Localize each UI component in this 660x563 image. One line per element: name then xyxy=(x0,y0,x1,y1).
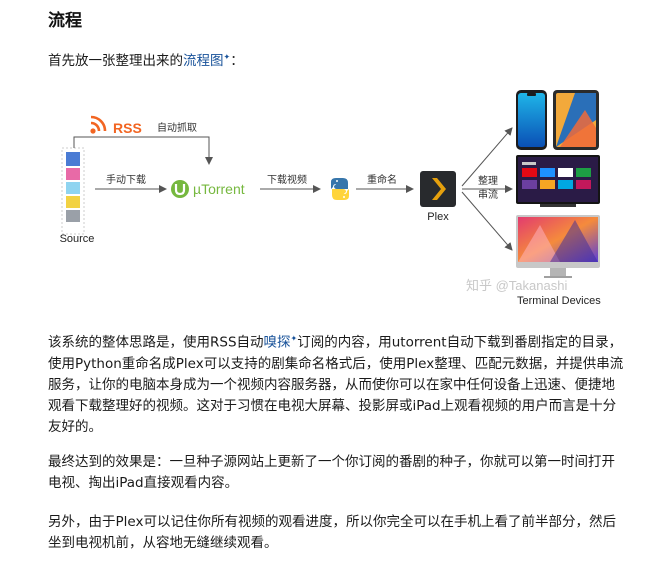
paragraph-progress: 另外，由于Plex可以记住你所有视频的观看进度，所以你完全可以在手机上看了前半部… xyxy=(48,514,616,551)
watermark: 知乎 @Takanashi xyxy=(466,278,567,293)
flowchart-link[interactable]: 流程图 xyxy=(183,53,224,69)
flowchart-diagram: Source RSS 自动抓取 手动下载 µTorrent 下载视频 重命名 P… xyxy=(60,90,601,307)
manual-download-label: 手动下载 xyxy=(106,173,146,186)
rss-arrow xyxy=(73,136,213,165)
iphone-icon xyxy=(516,90,547,150)
intro-line: 首先放一张整理出来的流程图✦： xyxy=(48,49,244,70)
section-heading: 流程 xyxy=(48,11,82,31)
utorrent-label: µTorrent xyxy=(193,181,245,197)
rename-label: 重命名 xyxy=(367,173,397,186)
rss-label: RSS xyxy=(113,120,142,136)
imac-icon xyxy=(516,215,600,278)
paragraph-effect: 最终达到的效果是：一旦种子源网站上更新了一个你订阅的番剧的种子，你就可以第一时间… xyxy=(48,454,615,491)
source-icon xyxy=(61,147,85,235)
rss-icon xyxy=(90,115,107,134)
roku-tv-icon xyxy=(516,155,600,207)
p1-text-a: 该系统的整体思路是，使用RSS自动 xyxy=(48,334,264,351)
download-video-label: 下载视频 xyxy=(267,173,307,186)
source-label: Source xyxy=(60,233,95,245)
plex-icon xyxy=(420,171,456,207)
paragraph-overview: 该系统的整体思路是，使用RSS自动嗅探✦订阅的内容，用utorrent自动下载到… xyxy=(48,328,624,438)
plex-label: Plex xyxy=(427,211,449,223)
stream-arrow-mobile xyxy=(461,127,513,187)
stream-arrow-desktop xyxy=(461,191,513,251)
intro-suffix: ： xyxy=(230,53,244,69)
organize-label-1: 整理 xyxy=(478,174,498,187)
auto-grab-label: 自动抓取 xyxy=(157,121,197,134)
ipad-icon xyxy=(553,90,599,150)
p1-text-b: 订阅的内容，用utorrent自动下载到番剧指定的目录，使用Python重命名成… xyxy=(48,334,624,435)
intro-prefix: 首先放一张整理出来的 xyxy=(48,53,183,69)
utorrent-icon xyxy=(171,180,189,198)
terminal-devices-label: Terminal Devices xyxy=(517,295,601,307)
organize-label-2: 串流 xyxy=(478,188,498,201)
sniff-link[interactable]: 嗅探 xyxy=(263,334,291,351)
python-icon xyxy=(331,178,349,200)
sniff-sparkle-icon: ✦ xyxy=(290,334,298,343)
link-sparkle-icon: ✦ xyxy=(223,52,231,62)
